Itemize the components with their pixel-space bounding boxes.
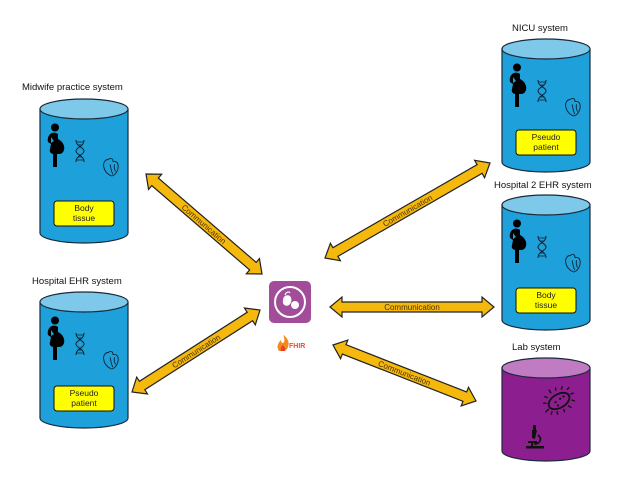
system-label: NICU system [512,23,568,34]
cylinder-top [501,38,591,60]
cylinder-top [501,357,591,379]
data-type-label: Body [536,290,556,300]
fhir-label: FHIR [289,343,305,350]
arrows-layer: CommunicationCommunicationCommunicationC… [127,154,495,411]
fhir-flame-icon [277,335,289,351]
communication-arrow[interactable]: Communication [329,336,479,411]
system-label: Hospital 2 EHR system [494,180,592,191]
arrow-label: Communication [381,193,434,229]
cylinder-top [39,98,129,120]
arrow-label: Communication [377,359,432,388]
arrow-shape [131,307,261,395]
data-type-box [53,200,115,227]
systems-layer: Midwife practice systemBodytissueHospita… [22,23,592,462]
communication-arrow[interactable]: Communication [127,302,266,401]
data-type-label: tissue [535,300,557,310]
data-type-box [515,287,577,314]
arrow-shape [329,295,495,319]
cylinder-top [501,194,591,216]
system-lab[interactable]: Lab system [501,342,591,462]
cylinder-body [501,367,591,462]
data-type-label: patient [71,398,97,408]
communication-arrow[interactable]: Communication [139,166,268,281]
data-type-box [53,385,115,412]
data-type-label: Body [74,203,94,213]
center-hub: FHIR [269,281,311,351]
app-icon-ring [274,286,306,318]
data-type-label: patient [533,142,559,152]
arrow-shape [332,339,477,407]
system-label: Lab system [512,342,561,353]
arrow-label: Communication [170,333,222,371]
arrow-label: Communication [384,303,440,312]
system-label: Midwife practice system [22,82,123,93]
arrow-label: Communication [180,203,228,246]
communication-arrow[interactable]: Communication [320,154,495,266]
data-type-label: tissue [73,213,95,223]
data-type-label: Pseudo [70,388,99,398]
baby-icon [282,291,299,309]
communication-arrow[interactable]: Communication [329,295,495,319]
arrow-shape [324,159,491,262]
arrow-shape [145,173,263,275]
system-label: Hospital EHR system [32,276,122,287]
data-type-label: Pseudo [532,132,561,142]
cylinder-top [39,291,129,313]
data-type-box [515,129,577,156]
